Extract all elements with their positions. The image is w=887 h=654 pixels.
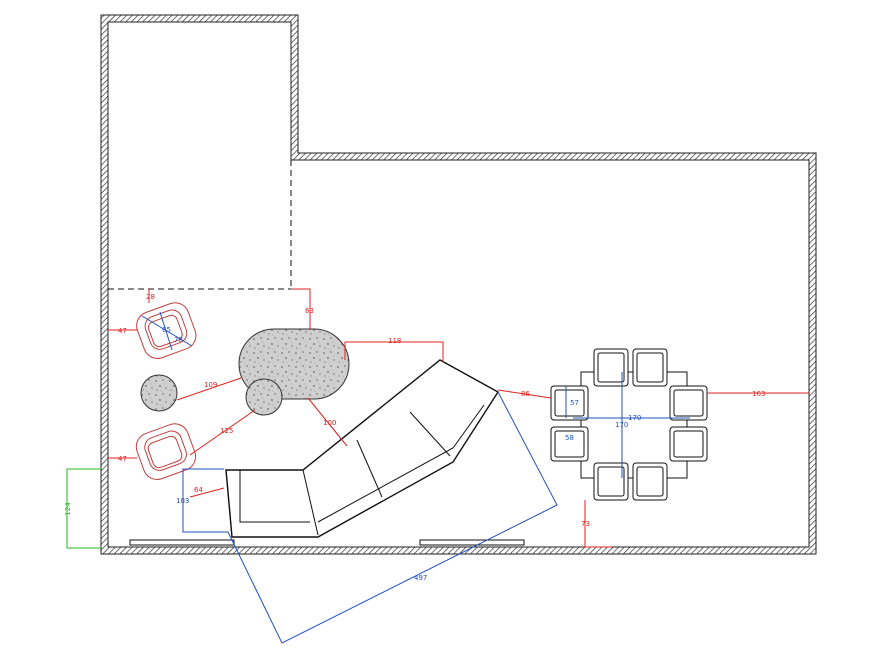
door-dimension: 124 [64, 468, 101, 549]
dining-set [550, 348, 708, 501]
dining-table [580, 371, 688, 479]
label-ottoman-to-table: 109 [204, 381, 217, 389]
door-width-label: 124 [64, 502, 72, 516]
label-table-to-chair: 125 [220, 427, 233, 435]
label-armchair-top-gap-top: 28 [146, 293, 155, 301]
armchair-bottom [135, 423, 197, 481]
dining-chair [669, 426, 708, 462]
label-dining-table-depth: 170 [615, 421, 628, 429]
label-dining-chair-gap: 57 [570, 399, 579, 407]
label-armchair-top-depth: 78 [174, 336, 183, 344]
label-sofa-length: 497 [414, 574, 427, 582]
label-chair-bottom-gap-left: 47 [118, 455, 127, 463]
label-dining-table-width: 170 [628, 414, 641, 422]
label-sofa-to-dining: 86 [521, 390, 530, 398]
side-table [245, 378, 283, 416]
sectional-sofa [225, 359, 499, 538]
dining-chair [550, 426, 589, 462]
label-table-to-sofa-diag: 100 [323, 419, 336, 427]
dining-chair [550, 385, 589, 421]
red-dimensions [108, 288, 809, 548]
label-dining-chair-width: 58 [565, 434, 574, 442]
dining-chair [632, 348, 668, 387]
label-dining-to-wall: 163 [752, 390, 765, 398]
dimension-labels: 28 47 65 78 109 47 125 63 118 100 64 103… [118, 293, 765, 582]
label-table-to-sofa: 118 [388, 337, 401, 345]
dining-chair [669, 385, 708, 421]
dining-chair [593, 348, 629, 387]
label-ceiling-gap: 63 [305, 307, 314, 315]
label-sofa-corner-gap: 64 [194, 486, 203, 494]
label-armchair-top-gap-left: 47 [118, 327, 127, 335]
side-ottoman [140, 374, 178, 412]
blue-dimensions [141, 311, 690, 644]
label-sofa-depth: 103 [176, 497, 189, 505]
walls [100, 14, 817, 555]
dining-chair [593, 462, 629, 501]
dining-chair [632, 462, 668, 501]
label-armchair-top-width: 65 [162, 326, 171, 334]
window-left [129, 539, 235, 546]
window-right [419, 539, 525, 546]
label-dining-to-bottom: 73 [581, 520, 590, 528]
outer-wall [100, 14, 817, 555]
